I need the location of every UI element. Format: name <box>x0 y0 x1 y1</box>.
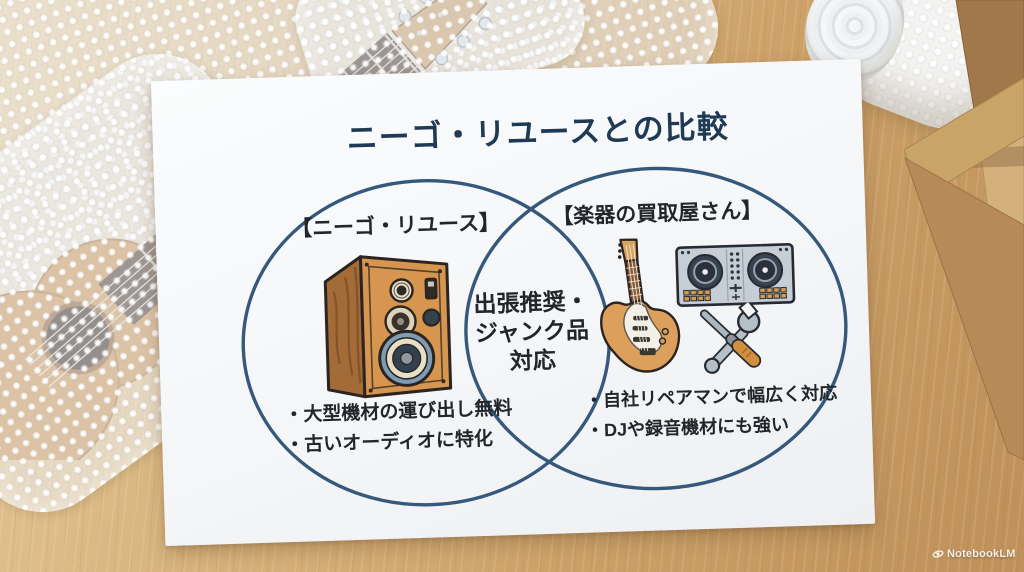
crossed-tools-illustration <box>699 301 762 374</box>
vintage-speaker-illustration <box>323 255 453 399</box>
notebooklm-logo-icon <box>932 550 944 558</box>
overlap-line-1: 出張推奨・ <box>473 287 589 318</box>
right-bullets: ・自社リペアマンで幅広く対応 ・DJや録音機材にも強い <box>585 378 839 446</box>
overlap-text: 出張推奨・ ジャンク品 対応 <box>473 287 591 378</box>
watermark: NotebookLM <box>932 548 1016 560</box>
overlap-line-2: ジャンク品 <box>474 316 590 347</box>
overlap-line-3: 対応 <box>509 346 557 375</box>
cardboard-box <box>903 0 1024 461</box>
box-front-panel <box>904 156 1024 461</box>
comparison-sheet: ニーゴ・リユースとの比較 【ニーゴ・リユース】 【楽器の買取屋さん】 <box>150 58 876 547</box>
left-bullets: ・大型機材の運び出し無料 ・古いオーディオに特化 <box>284 394 514 461</box>
electric-guitar-illustration <box>600 238 681 373</box>
watermark-label: NotebookLM <box>947 548 1016 560</box>
dj-controller-illustration <box>675 243 796 307</box>
right-circle <box>464 166 848 491</box>
